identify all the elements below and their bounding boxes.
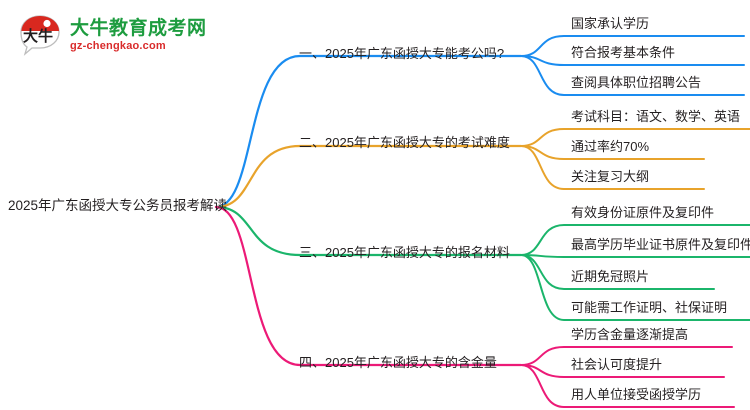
logo-title: 大牛教育成考网 <box>70 17 207 39</box>
logo-top-red-band <box>21 16 59 31</box>
branch-1-leaf-1-connector <box>520 35 745 57</box>
branch-1-leaf-1-label: 国家承认学历 <box>571 16 650 31</box>
site-logo: 大牛 大牛教育成考网 gz-chengkao.com <box>18 10 248 60</box>
branch-4-leaf-3-label: 用人单位接受函授学历 <box>571 387 702 402</box>
da-niu-speech-bubble-logo: 大牛 <box>18 14 62 56</box>
logo-domain: gz-chengkao.com <box>70 39 166 52</box>
branch-1-leaf-3-connector <box>520 55 745 96</box>
branch-2-leaf-2-label: 通过率约70% <box>571 139 650 154</box>
logo-mark-svg: 大牛 <box>20 15 60 56</box>
branch-4-trunk <box>214 205 523 367</box>
branch-2-label: 二、2025年广东函授大专的考试难度 <box>299 135 510 150</box>
branch-2-trunk <box>214 144 523 209</box>
branch-1-leaf-2-label: 符合报考基本条件 <box>571 45 676 60</box>
branch-1-label: 一、2025年广东函授大专能考公吗? <box>299 46 505 61</box>
branch-4-leaf-1-label: 学历含金量逐渐提高 <box>571 327 689 342</box>
logo-mark-text: 大牛 <box>23 27 53 45</box>
branch-4-label: 四、2025年广东函授大专的含金量 <box>299 355 497 370</box>
logo-white-dot <box>43 19 51 28</box>
branch-3-leaf-3-label: 近期免冠照片 <box>571 269 650 284</box>
branch-1-trunk <box>214 54 523 209</box>
branch-3-leaf-4-label: 可能需工作证明、社保证明 <box>571 300 728 315</box>
branch-3-leaf-2-connector <box>520 254 750 258</box>
branch-4-leaf-3-connector <box>520 364 735 408</box>
branch-3-leaf-1-connector <box>520 224 750 256</box>
branch-1-leaf-3-label: 查阅具体职位招聘公告 <box>571 75 702 90</box>
branch-2-leaf-3-label: 关注复习大纲 <box>571 169 650 184</box>
branch-2-leaf-3-connector <box>520 145 705 190</box>
logo-text-group: 大牛教育成考网 gz-chengkao.com <box>70 19 207 52</box>
branch-2-leaf-1-connector <box>520 128 750 147</box>
branch-4-leaf-2-label: 社会认可度提升 <box>571 357 663 372</box>
branch-3-label: 三、2025年广东函授大专的报名材料 <box>299 245 510 260</box>
branch-3-leaf-1-label: 有效身份证原件及复印件 <box>571 205 715 220</box>
branch-2-leaf-1-label: 考试科目：语文、数学、英语 <box>571 109 741 124</box>
branch-4-leaf-1-connector <box>520 346 733 366</box>
branch-3-leaf-2-label: 最高学历毕业证书原件及复印件 <box>571 237 750 252</box>
branch-3-trunk <box>214 205 523 257</box>
branch-3-leaf-4-connector <box>520 254 750 321</box>
mindmap-root-label: 2025年广东函授大专公务员报考解读 <box>8 198 228 213</box>
